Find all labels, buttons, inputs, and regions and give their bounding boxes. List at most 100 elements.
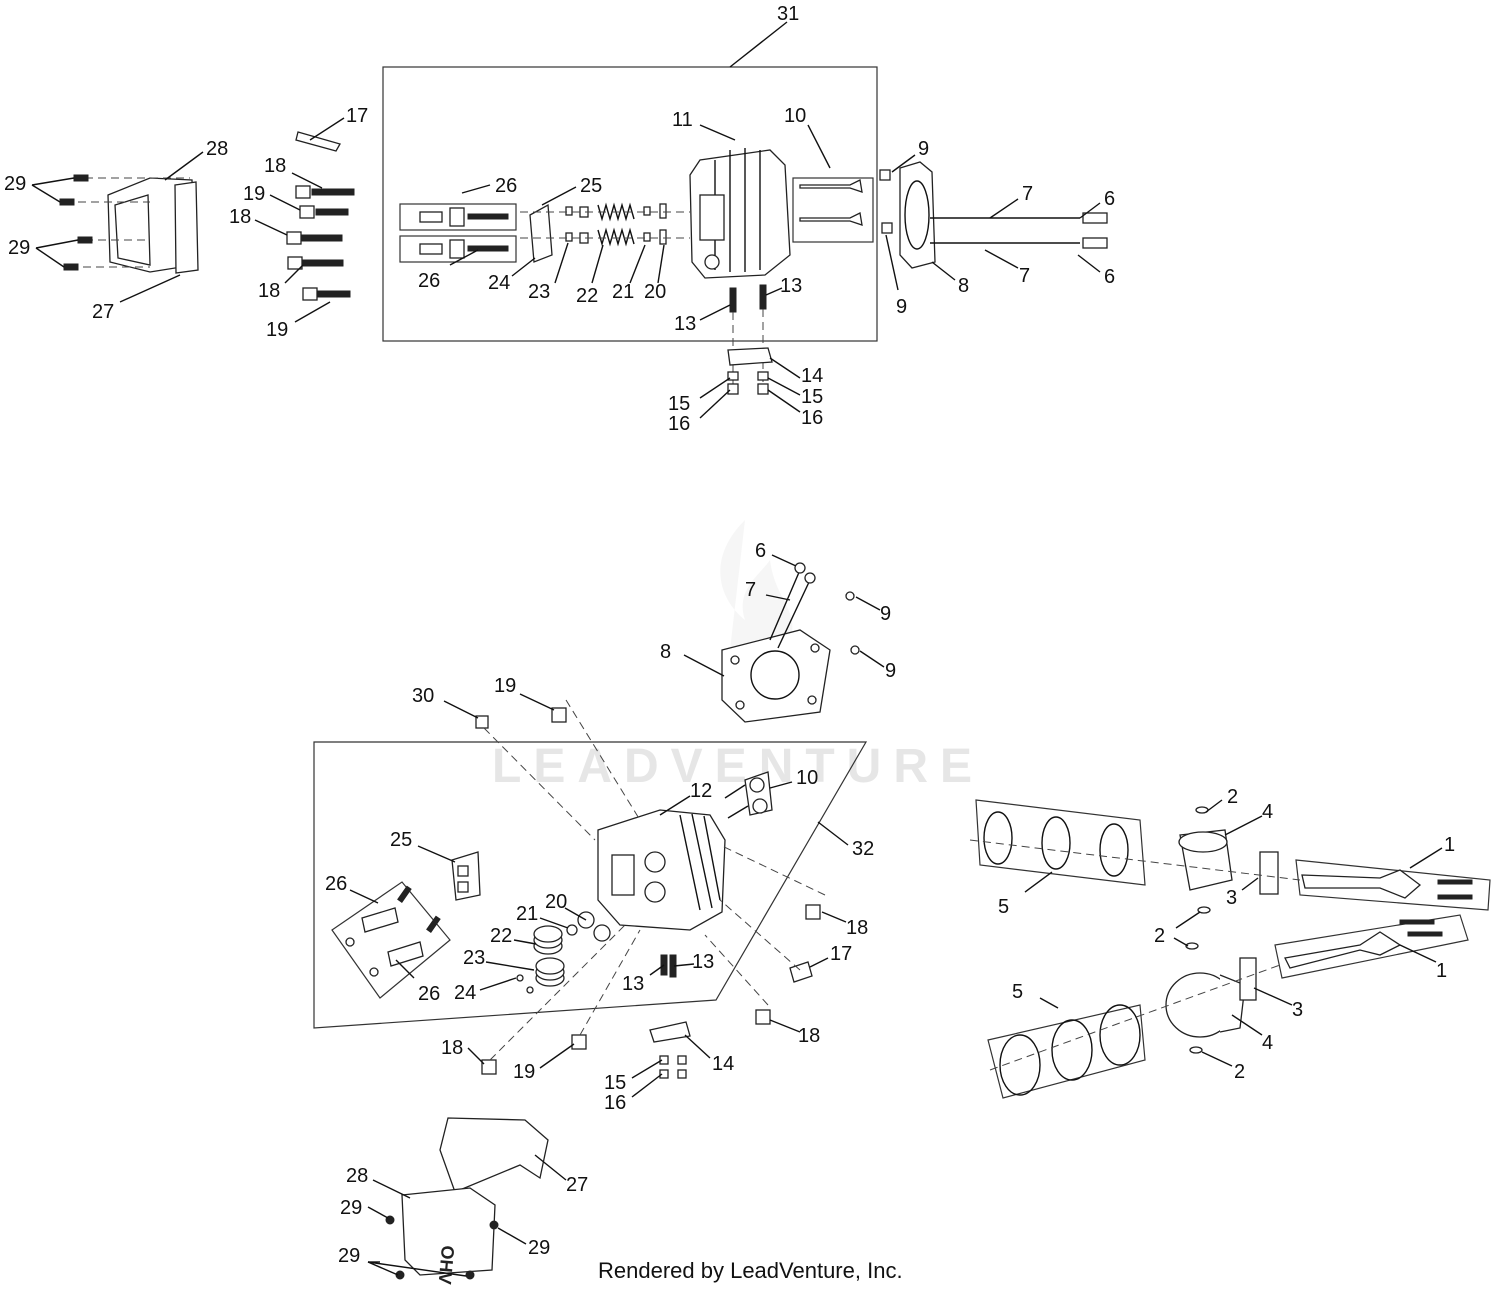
callout: 20 [644, 281, 666, 303]
callout: 10 [796, 767, 818, 789]
lower-piston-rings [987, 1004, 1146, 1099]
right-leader-lines [1024, 799, 1443, 1067]
callout: 29 [8, 237, 30, 259]
callout: 7 [1022, 183, 1033, 205]
callout: 29 [4, 173, 26, 195]
upper-piston-rings [975, 799, 1146, 886]
callout: 1 [1436, 960, 1447, 982]
callout: 6 [1104, 266, 1115, 288]
callout: 11 [672, 109, 693, 131]
bottom-exhaust-gasket [649, 1021, 691, 1079]
bottom-callout-labels: 6 7 9 9 8 30 19 10 12 32 25 26 26 20 21 … [325, 540, 896, 1267]
callout: 18 [264, 155, 286, 177]
callout: 32 [852, 838, 874, 860]
callout: 13 [692, 951, 714, 973]
callout: 14 [801, 365, 823, 387]
callout: 19 [494, 675, 516, 697]
top-spark-plug [295, 131, 341, 152]
callout: 31 [777, 3, 799, 25]
callout: 17 [346, 105, 368, 127]
callout: 20 [545, 891, 567, 913]
bottom-head-gasket [721, 629, 831, 723]
callout: 26 [495, 175, 517, 197]
callout: 28 [346, 1165, 368, 1187]
callout: 13 [674, 313, 696, 335]
callout: 27 [566, 1174, 588, 1196]
callout: 18 [258, 280, 280, 302]
callout: 6 [755, 540, 766, 562]
callout: 18 [441, 1037, 463, 1059]
callout: 26 [418, 270, 440, 292]
callout: 3 [1226, 887, 1237, 909]
callout: 17 [830, 943, 852, 965]
callout: 23 [528, 281, 550, 303]
callout: 18 [846, 917, 868, 939]
callout: 13 [622, 973, 644, 995]
top-head-bolts [286, 185, 355, 301]
upper-axis-line [969, 839, 1301, 881]
callout: 28 [206, 138, 228, 160]
top-pushrods [930, 212, 1108, 249]
callout: 29 [340, 1197, 362, 1219]
callout: 19 [243, 183, 265, 205]
callout: 5 [998, 896, 1009, 918]
credit-text: Rendered by LeadVenture, Inc. [598, 1258, 903, 1283]
top-callout-labels: 31 17 28 29 29 18 19 18 18 19 26 25 26 2… [4, 3, 1115, 435]
upper-piston [1178, 806, 1279, 914]
callout: 4 [1262, 1032, 1273, 1054]
callout: 9 [885, 660, 896, 682]
callout: 2 [1154, 925, 1165, 947]
callout: 26 [325, 873, 347, 895]
svg-text:OHV: OHV [435, 1245, 458, 1286]
watermark-text: LEADVENTURE [492, 740, 984, 793]
callout: 13 [780, 275, 802, 297]
callout: 19 [266, 319, 288, 341]
top-valve-cover [65, 177, 199, 274]
callout: 7 [745, 579, 756, 601]
callout: 23 [463, 947, 485, 969]
callout: 6 [1104, 188, 1115, 210]
top-valves [792, 169, 893, 243]
callout: 12 [690, 780, 712, 802]
bottom-pushrods [769, 562, 860, 655]
top-head-gasket [899, 161, 936, 269]
top-leader-lines [31, 21, 1101, 419]
callout: 30 [412, 685, 434, 707]
callout: 7 [1019, 265, 1030, 287]
right-callout-labels: 2 4 1 5 3 2 2 1 5 3 4 2 [998, 786, 1455, 1083]
callout: 18 [798, 1025, 820, 1047]
callout: 16 [668, 413, 690, 435]
bottom-rocker-arms [331, 851, 481, 999]
top-cover-bolts [59, 174, 93, 271]
bottom-valves [724, 771, 773, 819]
callout: 8 [660, 641, 671, 663]
callout: 25 [580, 175, 602, 197]
bottom-cylinder-head [597, 809, 726, 931]
top-exhaust-studs [727, 284, 773, 395]
callout: 1 [1444, 834, 1455, 856]
bottom-valve-springs [516, 911, 611, 994]
callout: 24 [488, 272, 510, 294]
callout: 21 [612, 281, 634, 303]
callout: 26 [418, 983, 440, 1005]
bottom-valve-cover: OHV [385, 1117, 549, 1286]
callout: 22 [576, 285, 598, 307]
callout: 16 [801, 407, 823, 429]
callout: 22 [490, 925, 512, 947]
watermark-logo [720, 520, 793, 650]
lower-connecting-rod [1274, 914, 1469, 979]
callout: 27 [92, 301, 114, 323]
callout: 3 [1292, 999, 1303, 1021]
callout: 2 [1227, 786, 1238, 808]
callout: 10 [784, 105, 806, 127]
callout: 29 [338, 1245, 360, 1267]
callout: 9 [880, 603, 891, 625]
callout: 25 [390, 829, 412, 851]
callout: 9 [918, 138, 929, 160]
callout: 29 [528, 1237, 550, 1259]
callout: 14 [712, 1053, 734, 1075]
callout: 21 [516, 903, 538, 925]
top-rocker-arms [399, 203, 553, 263]
